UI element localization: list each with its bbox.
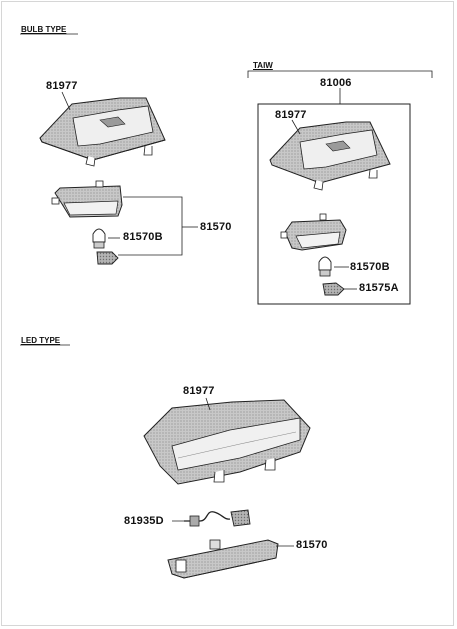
- bulb-lamp-body: [51, 180, 123, 218]
- part-number-bulb-lamp-assy: 81570: [200, 221, 232, 233]
- led-housing-81977: [143, 399, 311, 485]
- taiw-housing-81977: [269, 121, 391, 191]
- taiw-box: [257, 103, 411, 305]
- taiw-bracket: [247, 70, 433, 78]
- part-number-taiw-housing: 81977: [275, 109, 307, 121]
- section-taiw: TAIW: [253, 61, 273, 70]
- led-lamp-81570: [167, 539, 279, 579]
- bulb-housing-81977: [39, 97, 166, 167]
- taiw-bulb-icon: [318, 256, 332, 277]
- taiw-socket-icon: [322, 282, 345, 296]
- socket-icon: [96, 251, 119, 265]
- section-bulb-type: BULB TYPE: [21, 25, 67, 34]
- part-number-bulb-socket: 81570B: [123, 231, 163, 243]
- part-number-led-lamp: 81570: [296, 539, 328, 551]
- part-number-led-wire: 81935D: [124, 515, 164, 527]
- part-number-led-housing: 81977: [183, 385, 215, 397]
- led-wire-81935d: [184, 509, 251, 527]
- part-number-taiw-socket: 81570B: [350, 261, 390, 273]
- part-number-bulb-housing: 81977: [46, 80, 78, 92]
- part-number-taiw-holder: 81575A: [359, 282, 399, 294]
- leader-bulb-81977: [61, 91, 71, 111]
- taiw-lamp-body: [280, 213, 347, 251]
- bulb-icon: [92, 228, 106, 249]
- part-number-taiw-assy: 81006: [320, 77, 352, 89]
- leader-taiw-81977: [291, 119, 301, 135]
- section-led-type: LED TYPE: [21, 336, 61, 345]
- leader-led-81977: [205, 397, 211, 411]
- bracket-81570: [118, 196, 183, 256]
